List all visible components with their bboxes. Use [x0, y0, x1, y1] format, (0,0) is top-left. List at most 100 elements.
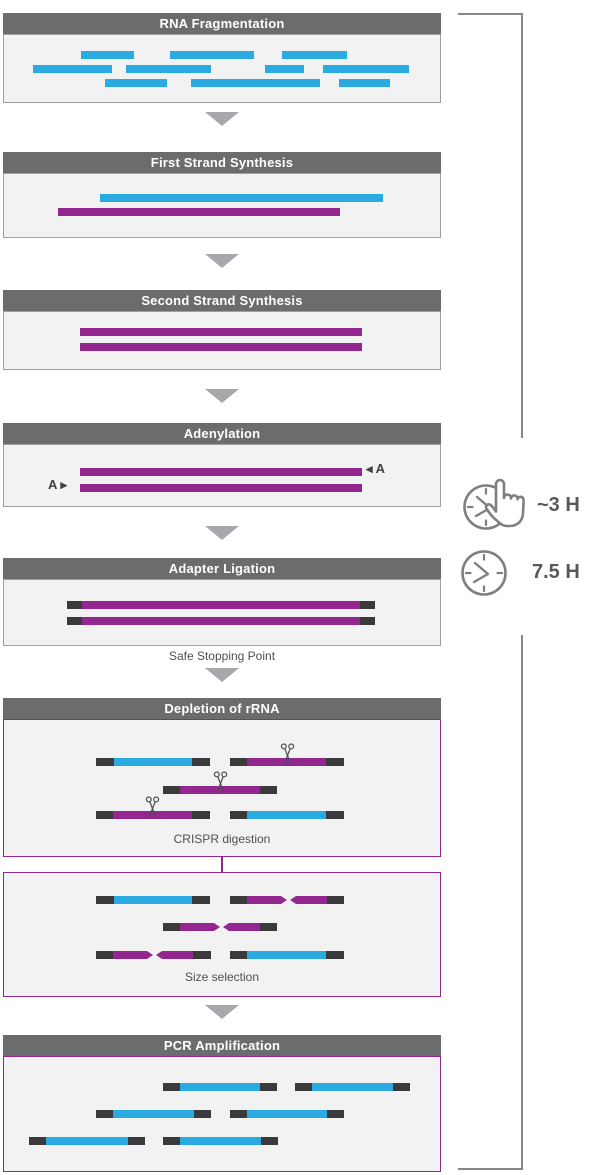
- fragment-segment-cap: [96, 758, 114, 766]
- panel-header-depletion-of-rrna: Depletion of rRNA: [3, 698, 441, 719]
- fragment-segment-cap: [326, 811, 344, 819]
- fragment-bar: [80, 484, 362, 492]
- fragment-segment-cap: [96, 811, 113, 819]
- fragment-segment-blue: [282, 51, 347, 59]
- clock-icon: [459, 548, 509, 603]
- fragment-segment-blue: [312, 1083, 393, 1091]
- panel-depletion-of-rrna: Depletion of rRNA CRISPR digestion: [3, 698, 441, 857]
- fragment-segment-cap: [327, 1110, 344, 1118]
- fragment-segment-blue: [113, 1110, 194, 1118]
- panel-body-rna-fragmentation: [3, 34, 441, 103]
- fragment-segment-blue: [180, 1137, 261, 1145]
- panel-body-size-selection: Size selection: [3, 872, 441, 997]
- panel-body-adapter-ligation: [3, 579, 441, 646]
- fragment-segment-cap: [192, 811, 210, 819]
- fragment-segment-blue: [100, 194, 383, 202]
- fragment-segment-tipL: [290, 896, 327, 904]
- fragment-segment-blue: [170, 51, 254, 59]
- panel-body-depletion-of-rrna: CRISPR digestion: [3, 719, 441, 857]
- size-selection-label: Size selection: [184, 970, 260, 984]
- fragment-segment-blue: [46, 1137, 128, 1145]
- fragment-segment-gap: [287, 896, 290, 904]
- panel-body-first-strand-synthesis: [3, 173, 441, 238]
- safe-stopping-point-label: Safe Stopping Point: [168, 649, 276, 663]
- fragment-segment-purple: [80, 468, 362, 476]
- fragment-segment-purple: [80, 343, 362, 351]
- fragment-segment-blue: [105, 79, 167, 87]
- flow-arrow-down-icon: [205, 112, 239, 126]
- adenylation-a-label: A ▸: [48, 477, 68, 492]
- fragment-segment-cap: [360, 601, 375, 609]
- fragment-segment-cap: [163, 923, 180, 931]
- fragment-bar: [230, 951, 344, 959]
- flow-arrow-down-icon: [205, 389, 239, 403]
- fragment-bar: [163, 786, 277, 794]
- fragment-segment-cap: [194, 1110, 211, 1118]
- fragment-bar: [80, 328, 362, 336]
- fragment-bar: [323, 65, 409, 73]
- fragment-bar: [163, 1137, 278, 1145]
- fragment-segment-cap: [261, 1137, 278, 1145]
- fragment-segment-cap: [163, 786, 180, 794]
- fragment-segment-tipR: [113, 951, 153, 959]
- fragment-segment-cap: [327, 896, 344, 904]
- panel-header-first-strand-synthesis: First Strand Synthesis: [3, 152, 441, 173]
- panel-connector-line: [221, 856, 223, 872]
- fragment-segment-blue: [339, 79, 390, 87]
- fragment-segment-blue: [191, 79, 320, 87]
- fragment-segment-cap: [230, 1110, 247, 1118]
- fragment-segment-cap: [230, 896, 247, 904]
- fragment-segment-blue: [247, 811, 326, 819]
- fragment-segment-cap: [260, 786, 277, 794]
- total-time-label: 7.5 H: [532, 561, 580, 583]
- fragment-segment-purple: [180, 786, 260, 794]
- fragment-bar: [81, 51, 134, 59]
- fragment-bar: [230, 758, 344, 766]
- fragment-segment-purple: [113, 811, 192, 819]
- fragment-segment-cap: [326, 758, 344, 766]
- fragment-segment-cap: [260, 1083, 277, 1091]
- scissors-icon: [280, 743, 295, 765]
- panel-rna-fragmentation: RNA Fragmentation: [3, 13, 441, 103]
- hands-on-time-clock-icon: [461, 471, 541, 542]
- fragment-bar: [96, 1110, 211, 1118]
- flow-arrow-down-icon: [205, 1005, 239, 1019]
- fragment-segment-cap: [230, 758, 247, 766]
- panel-adapter-ligation: Adapter Ligation: [3, 558, 441, 646]
- fragment-segment-tipR: [180, 923, 220, 931]
- fragment-segment-tipR: [247, 896, 287, 904]
- fragment-bar: [67, 601, 375, 609]
- fragment-segment-tipL: [156, 951, 193, 959]
- fragment-bar: [96, 758, 210, 766]
- fragment-bar: [163, 923, 277, 931]
- fragment-segment-cap: [192, 758, 210, 766]
- fragment-segment-tipL: [223, 923, 260, 931]
- fragment-segment-gap: [220, 923, 223, 931]
- fragment-segment-purple: [247, 758, 326, 766]
- panel-header-adapter-ligation: Adapter Ligation: [3, 558, 441, 579]
- fragment-segment-blue: [247, 951, 326, 959]
- fragment-segment-cap: [67, 617, 82, 625]
- scissors-icon: [213, 771, 228, 793]
- flow-arrow-down-icon: [205, 526, 239, 540]
- fragment-segment-cap: [67, 601, 82, 609]
- fragment-segment-cap: [96, 1110, 113, 1118]
- panel-pcr-amplification: PCR Amplification: [3, 1035, 441, 1172]
- panel-body-second-strand-synthesis: [3, 311, 441, 370]
- fragment-segment-cap: [96, 896, 114, 904]
- time-bracket-bottom: [458, 635, 523, 1170]
- fragment-bar: [230, 1110, 344, 1118]
- fragment-segment-blue: [114, 758, 192, 766]
- fragment-segment-cap: [260, 923, 277, 931]
- fragment-segment-cap: [230, 811, 247, 819]
- flow-arrow-down-icon: [205, 668, 239, 682]
- fragment-bar: [105, 79, 167, 87]
- fragment-bar: [29, 1137, 145, 1145]
- fragment-bar: [96, 951, 211, 959]
- fragment-segment-gap: [153, 951, 156, 959]
- scissors-icon: [145, 796, 160, 818]
- fragment-segment-purple: [80, 484, 362, 492]
- panel-header-second-strand-synthesis: Second Strand Synthesis: [3, 290, 441, 311]
